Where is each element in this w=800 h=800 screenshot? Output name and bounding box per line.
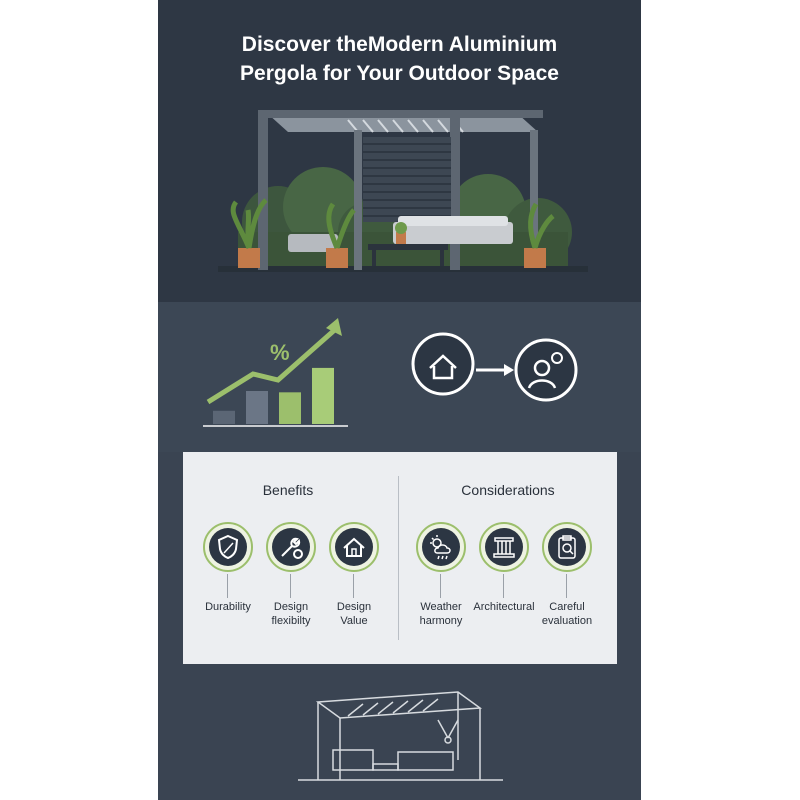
pergola-illustration — [218, 110, 588, 272]
house-circle — [411, 332, 475, 396]
growth-bar — [213, 410, 235, 424]
clipboard-search-icon — [558, 535, 576, 559]
title-line-2: Pergola for Your Outdoor Space — [240, 62, 559, 85]
consideration-label: Careful evaluation — [541, 601, 593, 627]
consideration-label: Weather harmony — [419, 601, 463, 627]
trend-arrowhead — [326, 318, 342, 336]
benefit-label: Design flexibilty — [271, 601, 311, 627]
growth-bar — [312, 367, 334, 424]
sun-cloud-rain-icon — [430, 535, 451, 560]
panel-divider — [398, 476, 399, 640]
house-to-client-diagram — [411, 332, 578, 402]
wrench-gear-icon — [281, 537, 303, 559]
pergola-outline-illustration — [298, 691, 503, 781]
growth-chart-icon: % — [203, 318, 348, 427]
title-line-1: Discover theModern Aluminium — [241, 33, 558, 56]
percent-symbol: % — [270, 340, 290, 365]
consideration-label: Architectural — [473, 601, 535, 613]
benefits-considerations-panel: Benefits Considerations Durability Desig… — [183, 452, 617, 664]
growth-bar — [279, 392, 301, 424]
benefit-label: Durability — [205, 601, 251, 613]
considerations-heading: Considerations — [461, 482, 555, 498]
growth-bar — [246, 391, 268, 424]
column-icon — [493, 537, 515, 558]
speech-bubble-icon — [551, 352, 563, 364]
home-icon — [429, 354, 457, 380]
hero-section: Discover theModern Aluminium Pergola for… — [158, 0, 641, 302]
page-title: Discover theModern Aluminium Pergola for… — [158, 30, 641, 88]
house-icon — [343, 537, 365, 557]
shield-icon — [217, 534, 239, 560]
benefits-heading: Benefits — [262, 482, 314, 498]
trend-line — [206, 325, 340, 405]
infographic-poster: Discover theModern Aluminium Pergola for… — [158, 0, 641, 800]
growth-process-section: % — [158, 302, 641, 452]
client-circle — [514, 338, 578, 402]
benefit-label: Design Value — [336, 601, 372, 627]
person-icon — [533, 359, 551, 377]
